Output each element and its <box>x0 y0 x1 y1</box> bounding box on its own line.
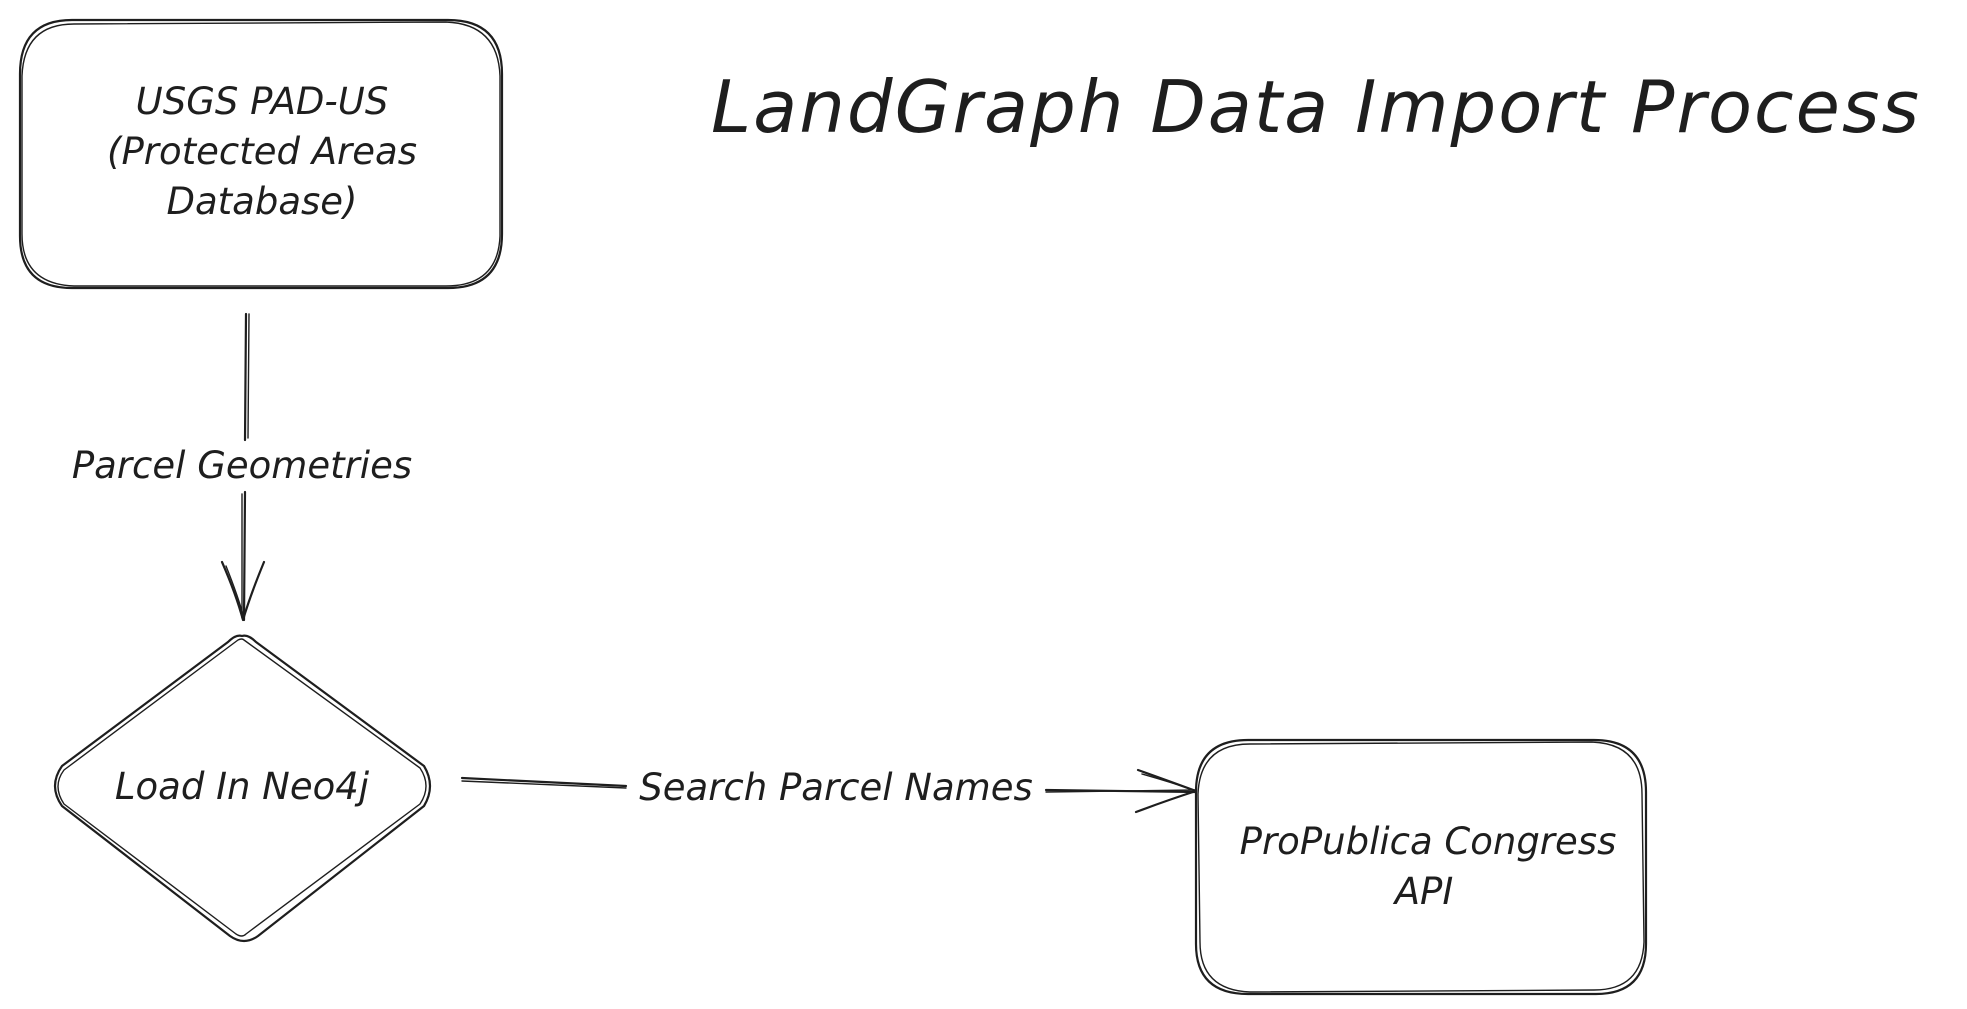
diagram-title: LandGraph Data Import Process <box>711 65 1921 149</box>
node-usgs-label-line-1: USGS PAD-US <box>136 80 389 123</box>
node-neo4j-label: Load In Neo4j <box>115 765 370 808</box>
edge-search-parcel-names: Search Parcel Names <box>460 766 1198 814</box>
node-propublica-label-line-1: ProPublica Congress <box>1240 820 1617 863</box>
node-propublica-congress-api[interactable]: ProPublica Congress API <box>1194 738 1648 996</box>
node-usgs-label-line-3: Database) <box>167 180 358 223</box>
node-usgs-pad-us[interactable]: USGS PAD-US (Protected Areas Database) <box>18 18 504 290</box>
edge-parcel-geometries: Parcel Geometries <box>72 312 412 622</box>
edge-label-parcel-geometries: Parcel Geometries <box>72 444 412 487</box>
node-usgs-label-line-2: (Protected Areas <box>107 130 417 173</box>
node-propublica-label-line-2: API <box>1393 870 1454 913</box>
node-load-in-neo4j[interactable]: Load In Neo4j <box>53 634 432 943</box>
edge-label-search-parcel-names: Search Parcel Names <box>639 766 1032 809</box>
